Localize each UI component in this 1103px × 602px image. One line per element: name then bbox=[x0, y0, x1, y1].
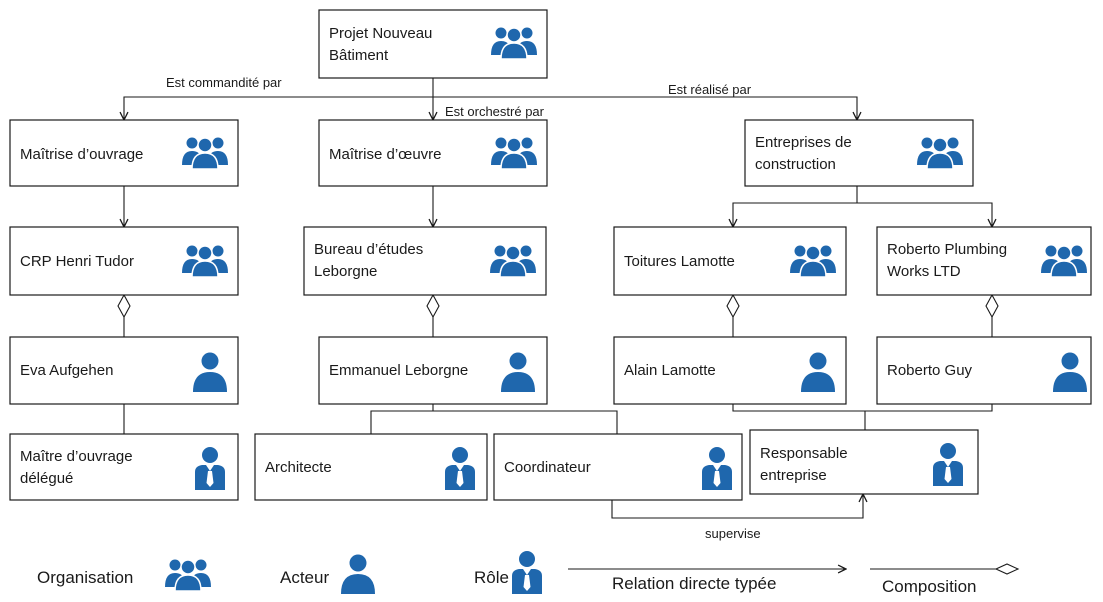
node-label: Maître d’ouvrage bbox=[20, 448, 133, 465]
node-alain-lamotte[interactable]: Alain Lamotte bbox=[613, 336, 847, 405]
node-architecte[interactable]: Architecte bbox=[254, 433, 488, 501]
node-bureau-etudes-leborgne[interactable]: Bureau d’études Leborgne bbox=[303, 226, 547, 296]
label-est-commandite-par: Est commandité par bbox=[166, 75, 282, 90]
composition-diamonds bbox=[117, 293, 999, 319]
edge-realise bbox=[433, 96, 857, 120]
diamond-toitures bbox=[726, 293, 740, 319]
organisation-icon bbox=[489, 244, 537, 278]
node-label: Emmanuel Leborgne bbox=[329, 362, 468, 379]
node-label: Bâtiment bbox=[329, 47, 389, 64]
node-label: Architecte bbox=[265, 459, 332, 476]
node-label: Coordinateur bbox=[504, 459, 591, 476]
node-toitures-lamotte[interactable]: Toitures Lamotte bbox=[613, 226, 847, 296]
node-label: Responsable bbox=[760, 445, 848, 462]
label-est-realise-par: Est réalisé par bbox=[668, 82, 752, 97]
label-supervise: supervise bbox=[705, 526, 761, 541]
node-crp-henri-tudor[interactable]: CRP Henri Tudor bbox=[9, 226, 239, 296]
edge-entreprises-roberto bbox=[857, 202, 992, 227]
organisation-icon bbox=[490, 26, 538, 60]
organisation-icon bbox=[164, 558, 212, 592]
organisation-icon bbox=[916, 136, 964, 170]
node-emmanuel-leborgne[interactable]: Emmanuel Leborgne bbox=[318, 336, 548, 405]
node-label: Bureau d’études bbox=[314, 241, 423, 258]
organisation-icon bbox=[490, 136, 538, 170]
diamond-bureau bbox=[426, 293, 440, 319]
node-label: Toitures Lamotte bbox=[624, 253, 735, 270]
node-label: construction bbox=[755, 156, 836, 173]
diamond-roberto bbox=[985, 293, 999, 319]
organisation-icon bbox=[1040, 244, 1088, 278]
legend-composition-label: Composition bbox=[882, 577, 977, 596]
node-eva-aufgehen[interactable]: Eva Aufgehen bbox=[9, 336, 239, 405]
node-label: Alain Lamotte bbox=[624, 362, 716, 379]
node-label: Maîtrise d’œuvre bbox=[329, 146, 442, 163]
connections bbox=[124, 78, 992, 519]
node-label: CRP Henri Tudor bbox=[20, 253, 134, 270]
node-maitrise-oeuvre[interactable]: Maîtrise d’œuvre bbox=[318, 119, 548, 187]
node-projet-nouveau-batiment[interactable]: Projet Nouveau Bâtiment bbox=[318, 9, 548, 79]
node-responsable-entreprise[interactable]: Responsable entreprise bbox=[749, 429, 979, 495]
node-roberto-plumbing-works[interactable]: Roberto Plumbing Works LTD bbox=[876, 226, 1092, 296]
legend: Organisation Acteur Rôle Relation direct… bbox=[37, 551, 1020, 596]
organisation-icon bbox=[181, 244, 229, 278]
node-roberto-guy[interactable]: Roberto Guy bbox=[876, 336, 1092, 405]
node-label: Projet Nouveau bbox=[329, 25, 432, 42]
node-label: Eva Aufgehen bbox=[20, 362, 113, 379]
edge-supervise bbox=[611, 494, 863, 519]
legend-relation-label: Relation directe typée bbox=[612, 574, 776, 593]
legend-role-label: Rôle bbox=[474, 568, 509, 587]
link-emmanuel-roles bbox=[370, 404, 618, 434]
legend-composition-diamond bbox=[994, 563, 1020, 575]
node-label: Leborgne bbox=[314, 263, 377, 280]
edge-commandite bbox=[124, 96, 433, 120]
legend-acteur-label: Acteur bbox=[280, 568, 329, 587]
node-maitre-ouvrage-delegue[interactable]: Maître d’ouvrage délégué bbox=[9, 433, 239, 501]
node-label: Entreprises de bbox=[755, 134, 852, 151]
node-label: Works LTD bbox=[887, 263, 961, 280]
node-coordinateur[interactable]: Coordinateur bbox=[493, 433, 743, 501]
node-label: Maîtrise d’ouvrage bbox=[20, 146, 143, 163]
node-label: Roberto Plumbing bbox=[887, 241, 1007, 258]
role-icon bbox=[512, 551, 542, 594]
legend-organisation-label: Organisation bbox=[37, 568, 133, 587]
label-est-orchestre-par: Est orchestré par bbox=[445, 104, 545, 119]
organisation-icon bbox=[181, 136, 229, 170]
diamond-crp bbox=[117, 293, 131, 319]
node-maitrise-ouvrage[interactable]: Maîtrise d’ouvrage bbox=[9, 119, 239, 187]
actor-icon bbox=[341, 554, 375, 594]
node-label: délégué bbox=[20, 470, 73, 487]
node-label: Roberto Guy bbox=[887, 362, 973, 379]
node-label: entreprise bbox=[760, 467, 827, 484]
edge-entreprises-toitures bbox=[733, 202, 857, 227]
node-entreprises-construction[interactable]: Entreprises de construction bbox=[744, 119, 974, 187]
organisation-icon bbox=[789, 244, 837, 278]
